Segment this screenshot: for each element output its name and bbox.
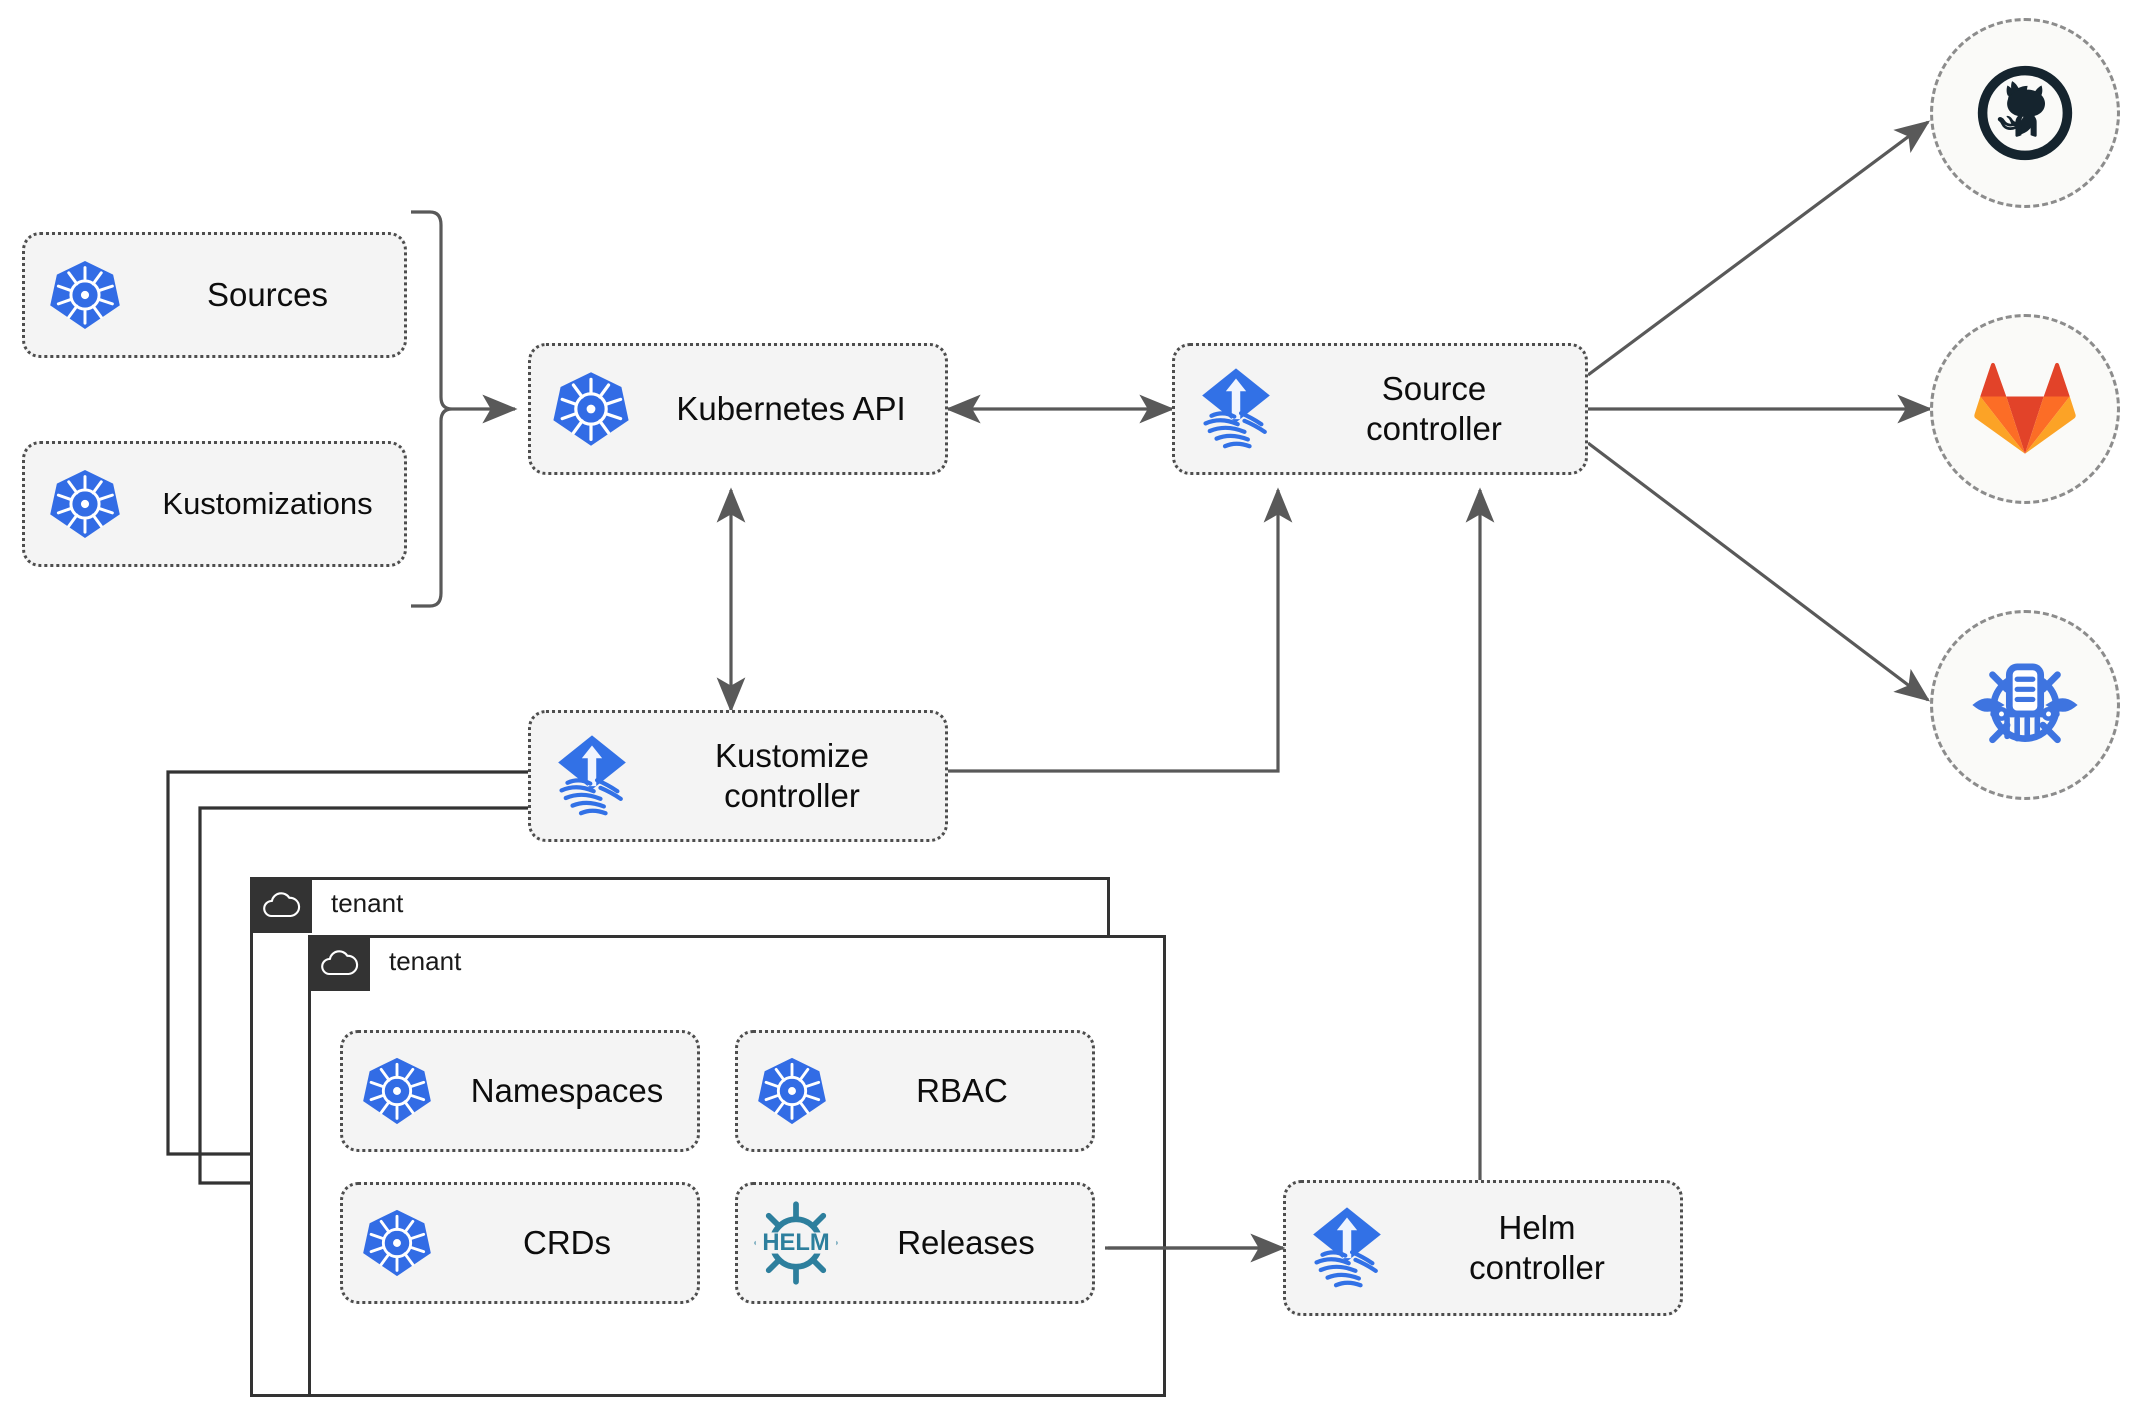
tenant-tab-1	[250, 877, 312, 933]
edge-source-github	[1587, 120, 1931, 377]
provider-github[interactable]	[1930, 18, 2120, 208]
node-rbac-label: RBAC	[916, 1071, 1008, 1109]
node-kubernetes-api-label: Kubernetes API	[676, 389, 906, 427]
kubernetes-icon	[25, 467, 145, 541]
kubernetes-icon	[343, 1207, 451, 1279]
node-kubernetes-api[interactable]: Kubernetes API	[528, 343, 948, 475]
cloud-icon	[321, 950, 359, 976]
node-releases-label: Releases	[897, 1223, 1035, 1261]
node-crds[interactable]: CRDs	[340, 1182, 700, 1304]
node-kustomizations-label: Kustomizations	[162, 486, 373, 522]
kubernetes-icon	[738, 1055, 846, 1127]
provider-gitlab[interactable]	[1930, 314, 2120, 504]
helm-icon: HELM	[738, 1199, 854, 1287]
node-helm-controller-label: Helm controller	[1469, 1208, 1605, 1286]
sources-bracket	[411, 210, 453, 608]
node-sources-label: Sources	[206, 275, 329, 313]
flux-icon	[1175, 365, 1297, 453]
node-releases[interactable]: HELM Releases	[735, 1182, 1095, 1304]
svg-text:HELM: HELM	[762, 1229, 829, 1256]
helm-registry-icon	[1972, 663, 2078, 744]
tenant-label-2: tenant	[389, 946, 462, 976]
node-sources[interactable]: Sources	[22, 232, 407, 358]
node-helm-controller[interactable]: Helm controller	[1283, 1180, 1683, 1316]
tenant-tab-2	[308, 935, 370, 991]
node-namespaces[interactable]: Namespaces	[340, 1030, 700, 1152]
node-source-controller-label: Source controller	[1366, 369, 1502, 447]
node-kustomizations[interactable]: Kustomizations	[22, 441, 407, 567]
gitlab-icon	[1974, 362, 2076, 454]
node-kustomize-controller[interactable]: Kustomize controller	[528, 710, 948, 842]
edge-kustomize-source	[948, 487, 1293, 773]
github-icon	[1977, 65, 2073, 161]
flux-icon	[531, 732, 653, 820]
edge-source-registry	[1587, 441, 1931, 702]
node-kustomize-controller-label: Kustomize controller	[714, 736, 870, 814]
kubernetes-icon	[531, 369, 651, 449]
flux-icon	[1286, 1204, 1408, 1292]
node-namespaces-label: Namespaces	[470, 1071, 664, 1109]
tenant-container-2[interactable]: tenant	[308, 935, 1166, 1397]
node-crds-label: CRDs	[523, 1223, 611, 1261]
node-rbac[interactable]: RBAC	[735, 1030, 1095, 1152]
kubernetes-icon	[25, 258, 145, 332]
tenant-label-1: tenant	[331, 888, 404, 918]
cloud-icon	[263, 892, 301, 918]
provider-helm-registry[interactable]	[1930, 610, 2120, 800]
node-source-controller[interactable]: Source controller	[1172, 343, 1588, 475]
kubernetes-icon	[343, 1055, 451, 1127]
